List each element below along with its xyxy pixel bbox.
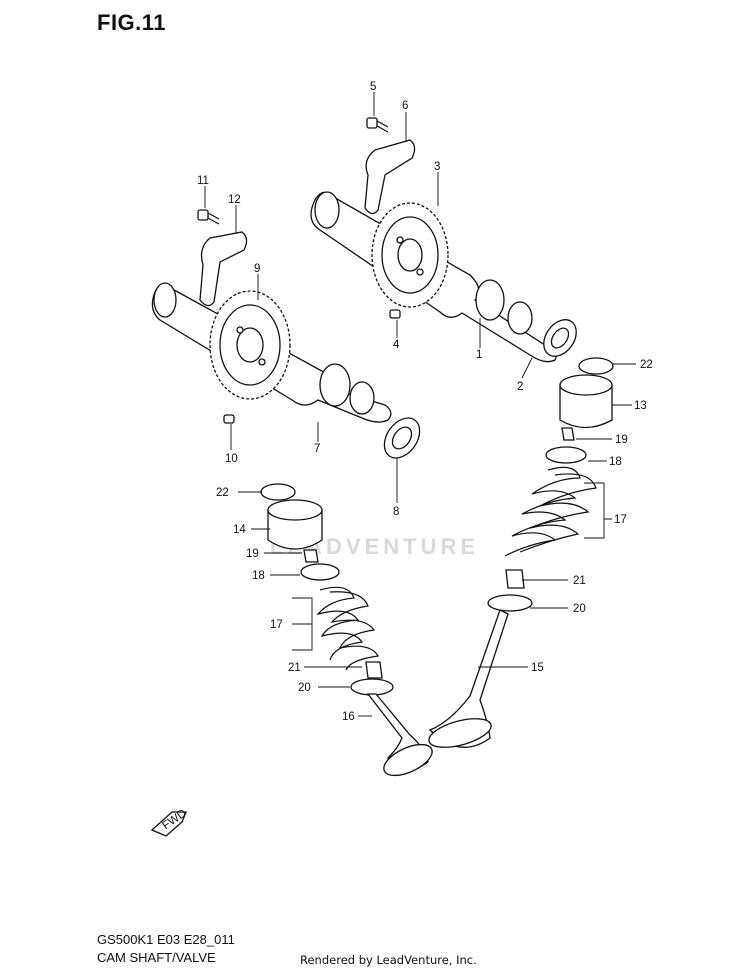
retainer-18-left-part [300,563,340,581]
bolt-5-part [366,117,389,133]
callout-7: 7 [314,443,320,455]
tappet-14-part [267,499,323,550]
callout-20-left: 20 [298,682,311,694]
callout-21-right: 21 [573,575,586,587]
valve-right-assembly [428,357,614,748]
fwd-arrow-icon: FWD [150,807,189,837]
valve-15-part [428,609,509,748]
sprocket-3-part [371,202,449,308]
callout-6: 6 [402,100,408,112]
callout-20-right: 20 [573,603,586,615]
washer-2-part [543,319,577,357]
callout-15: 15 [531,662,544,674]
callout-11: 11 [197,175,209,187]
callout-22-left: 22 [216,487,229,499]
bracket-6-part [364,139,416,215]
camshaft-right-assembly [310,117,577,363]
callout-18-left: 18 [252,570,265,582]
seat-20-right-part [487,594,533,612]
valve-left-assembly [260,483,433,777]
pin-10-part [223,414,235,424]
callout-14: 14 [233,524,246,536]
callout-4: 4 [393,339,400,351]
callout-13: 13 [634,400,647,412]
callout-17-right: 17 [614,514,627,526]
callout-19-right: 19 [615,434,628,446]
camshaft-left-assembly [151,209,421,459]
callout-18-right: 18 [609,456,622,468]
model-code-text: GS500K1 E03 E28_011 [97,932,235,947]
washer-8-part [383,417,421,459]
seal-21-right-part [505,569,525,589]
callout-16: 16 [342,711,355,723]
bolt-11-part [197,209,220,225]
springs-17-left-part [316,586,379,671]
cotter-19-right-part [561,427,575,441]
callout-22-right: 22 [640,359,653,371]
callout-10: 10 [225,453,238,465]
callout-2: 2 [517,381,523,393]
callout-17-left: 17 [270,619,283,631]
springs-17-right-part [504,466,597,557]
retainer-18-right-part [545,446,587,464]
cotter-19-left-part [303,549,319,563]
pin-4-part [389,309,401,319]
seat-20-left-part [350,678,394,696]
callout-19-left: 19 [246,548,259,560]
sprocket-9-part [209,290,291,400]
seal-21-left-part [365,661,383,679]
callout-9: 9 [254,263,260,275]
callout-labels: 5 6 3 11 12 9 4 1 22 2 13 7 10 19 18 17 … [197,81,653,723]
leader-lines [204,92,636,717]
tappet-13-part [559,374,613,429]
shim-22-right-part [578,357,614,375]
shim-22-left-part [260,483,296,501]
section-title-text: CAM SHAFT/VALVE [97,950,216,965]
callout-1: 1 [476,349,482,361]
callout-8: 8 [393,506,399,518]
callout-12: 12 [228,194,241,206]
callout-21-left: 21 [288,662,301,674]
rendered-by-text: Rendered by LeadVenture, Inc. [300,953,477,967]
bracket-12-part [199,231,248,307]
figure-title: FIG.11 [97,10,167,35]
callout-3: 3 [434,161,440,173]
valve-16-part [366,693,433,777]
callout-5: 5 [370,81,376,93]
